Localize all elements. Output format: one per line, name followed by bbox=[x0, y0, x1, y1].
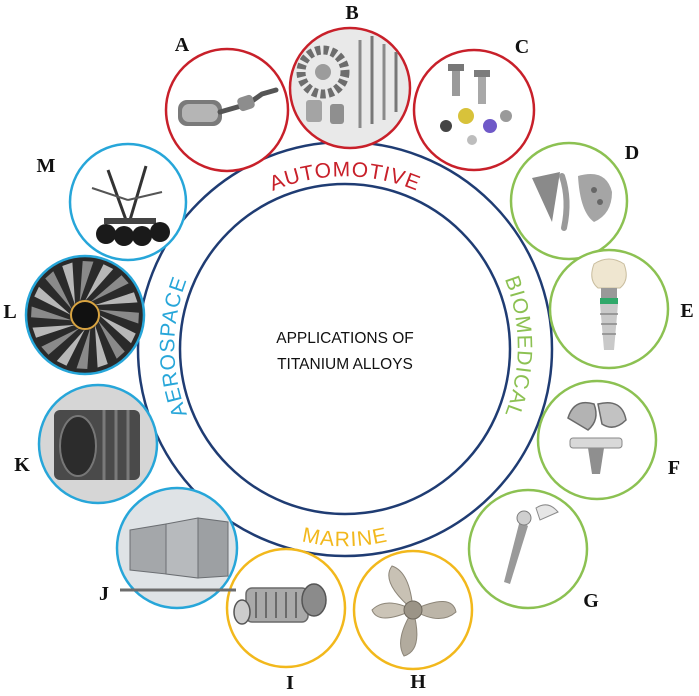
item-g-letter: G bbox=[583, 590, 599, 612]
inner-ring bbox=[178, 182, 512, 516]
center-title-line1: APPLICATIONS OF bbox=[276, 330, 414, 347]
item-g-frame bbox=[467, 488, 589, 610]
item-d-letter: D bbox=[625, 142, 639, 164]
category-label-automotive: AUTOMOTIVE bbox=[266, 158, 424, 195]
category-label-aerospace: AEROSPACE bbox=[156, 273, 191, 420]
fan-blade bbox=[41, 327, 80, 355]
item-f-letter: F bbox=[668, 457, 680, 479]
category-label-biomedical: BIOMEDICAL bbox=[500, 273, 536, 422]
item-e: E bbox=[548, 248, 694, 370]
item-k: K bbox=[14, 383, 159, 505]
item-k-letter: K bbox=[14, 454, 30, 476]
fan-blade bbox=[31, 306, 73, 321]
item-f: F bbox=[536, 379, 680, 501]
fan-blade bbox=[94, 292, 138, 306]
item-g: G bbox=[467, 488, 599, 612]
hip-implant-icon bbox=[504, 504, 559, 584]
item-b: B bbox=[288, 2, 412, 150]
fan-blade bbox=[85, 264, 114, 301]
fan-hub bbox=[70, 300, 100, 330]
heat-exchanger-icon bbox=[233, 583, 327, 625]
item-e-letter: E bbox=[680, 300, 693, 322]
item-c: C bbox=[412, 36, 536, 172]
item-h: H bbox=[352, 549, 474, 693]
item-a-letter: A bbox=[175, 34, 190, 56]
item-i: I bbox=[225, 547, 347, 694]
item-d: D bbox=[509, 141, 639, 261]
item-c-frame bbox=[412, 48, 536, 172]
item-l-letter: L bbox=[3, 301, 16, 323]
fan-blade bbox=[62, 262, 76, 306]
knee-implant-icon bbox=[567, 401, 627, 474]
center-title-line2: TITANIUM ALLOYS bbox=[277, 356, 413, 373]
exhaust-muffler-icon bbox=[178, 87, 279, 126]
fan-blades-icon bbox=[31, 261, 139, 369]
fan-blade bbox=[56, 329, 85, 366]
turbine-casing-icon bbox=[54, 410, 140, 480]
item-i-letter: I bbox=[286, 672, 294, 694]
fan-blade bbox=[34, 286, 71, 315]
item-l: L bbox=[3, 254, 146, 376]
landing-gear-icon bbox=[91, 165, 170, 246]
item-b-letter: B bbox=[345, 2, 358, 24]
item-m: M bbox=[37, 142, 188, 262]
fan-blade bbox=[45, 271, 73, 310]
fan-blade bbox=[94, 324, 108, 368]
category-label-marine: MARINE bbox=[301, 524, 390, 552]
skull-plates-implant-icon bbox=[532, 172, 612, 231]
fan-blade bbox=[79, 261, 94, 303]
jet-engine-nacelle-icon bbox=[120, 517, 236, 592]
item-j-letter: J bbox=[99, 583, 109, 605]
fan-blade bbox=[97, 309, 139, 324]
ship-propeller-icon bbox=[371, 565, 457, 657]
item-j: J bbox=[99, 486, 239, 610]
fan-blade bbox=[76, 327, 91, 369]
fan-blade bbox=[32, 324, 76, 338]
item-c-letter: C bbox=[515, 36, 529, 58]
fan-blade bbox=[97, 320, 125, 359]
gears-and-valves-icon bbox=[296, 36, 398, 128]
dental-implant-icon bbox=[591, 258, 627, 350]
fan-blade bbox=[90, 275, 129, 303]
fan-blade bbox=[99, 315, 136, 344]
item-a: A bbox=[164, 34, 290, 173]
item-m-letter: M bbox=[37, 155, 56, 177]
item-h-letter: H bbox=[410, 671, 426, 693]
bolts-and-fasteners-icon bbox=[440, 64, 512, 145]
